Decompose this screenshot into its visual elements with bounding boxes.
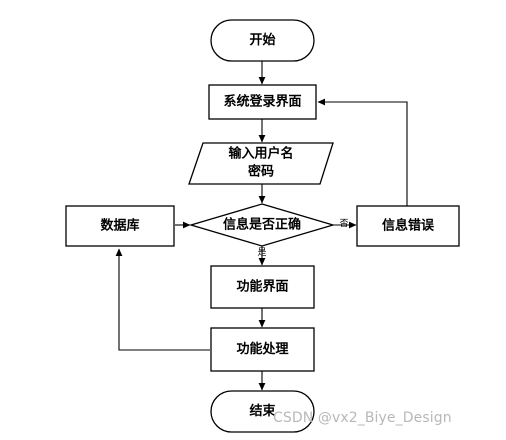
function-ui-node: 功能界面 [210, 265, 315, 309]
end-node: 结束 [210, 390, 315, 433]
login-node-label: 系统登录界面 [223, 94, 301, 110]
input-node-label-line2: 密码 [247, 164, 274, 180]
edge-proc-to-database [115, 248, 210, 351]
edges [115, 61, 408, 391]
database-node-label: 数据库 [100, 218, 139, 234]
watermark: CSDN @vx2_Biye_Design [273, 410, 452, 426]
function-ui-node-label: 功能界面 [236, 279, 288, 295]
error-node-label: 信息错误 [382, 218, 435, 234]
function-proc-node: 功能处理 [210, 327, 315, 372]
error-node: 信息错误 [356, 205, 460, 247]
start-node: 开始 [210, 19, 315, 62]
end-node-label: 结束 [249, 403, 276, 419]
database-node: 数据库 [65, 205, 175, 247]
edge-label-no: 否 [339, 218, 348, 229]
input-node: 输入用户名 密码 [188, 142, 334, 185]
input-node-label-line1: 输入用户名 [228, 146, 293, 162]
start-node-label: 开始 [249, 32, 275, 48]
check-node-label: 信息是否正确 [223, 217, 301, 233]
check-node: 信息是否正确 [188, 203, 336, 247]
edge-label-yes: 是 [257, 247, 266, 258]
function-proc-node-label: 功能处理 [236, 341, 288, 357]
edge-error-to-login [317, 98, 408, 206]
login-node: 系统登录界面 [208, 84, 317, 120]
